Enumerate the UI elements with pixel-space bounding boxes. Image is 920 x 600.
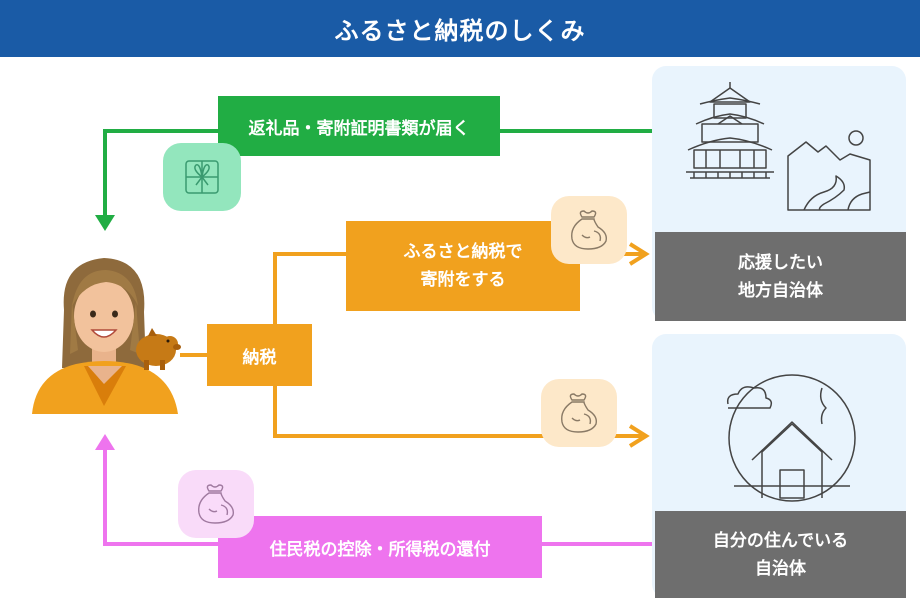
orange-branch-line xyxy=(273,252,346,325)
money-bag-badge-donation xyxy=(551,196,627,264)
orange-arrowhead-top xyxy=(628,242,650,266)
money-bag-icon xyxy=(571,210,608,250)
pink-arrowhead xyxy=(95,434,115,450)
gift-badge xyxy=(163,143,241,211)
return-gifts-label: 返礼品・寄附証明書類が届く xyxy=(218,96,500,156)
orange-lower-line xyxy=(273,386,642,438)
tax-payment-label: 納税 xyxy=(207,324,312,386)
donation-label: ふるさと納税で寄附をする xyxy=(346,221,580,311)
money-bag-icon xyxy=(198,484,235,524)
home-municipality-label: 自分の住んでいる自治体 xyxy=(655,511,906,598)
globe-house-icon xyxy=(726,374,856,502)
gift-icon xyxy=(185,160,219,194)
landscape-icon xyxy=(787,130,871,211)
tax-refund-label: 住民税の控除・所得税の還付 xyxy=(218,516,542,578)
money-bag-badge-refund xyxy=(178,470,254,538)
money-bag-icon xyxy=(561,393,598,433)
green-arrowhead xyxy=(95,215,115,231)
orange-arrowhead-bottom xyxy=(628,424,650,448)
piggy-bank-icon xyxy=(136,328,181,370)
support-municipality-label: 応援したい地方自治体 xyxy=(655,232,906,321)
person-icon xyxy=(32,258,181,414)
page-title: ふるさと納税のしくみ xyxy=(0,0,920,57)
money-bag-badge-tax xyxy=(541,379,617,447)
castle-icon xyxy=(686,82,774,179)
